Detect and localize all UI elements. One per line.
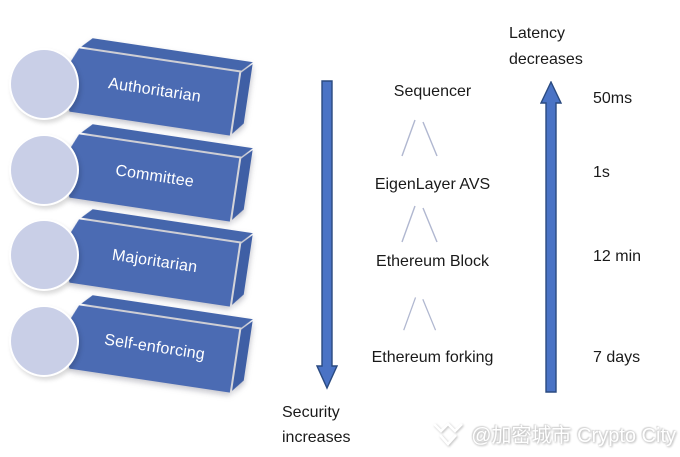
- latency-axis-line1: Latency: [509, 25, 566, 42]
- security-axis-label: Security increases: [282, 400, 350, 450]
- mechanism-ethereum-forking: Ethereum forking: [371, 349, 494, 366]
- latency-decreases-arrow-up: [540, 81, 562, 393]
- banner-3d-shape: [60, 124, 253, 222]
- banner-3d-shape: [60, 38, 253, 136]
- security-axis-line1: Security: [282, 404, 340, 421]
- crypto-city-logo-icon: [433, 422, 464, 446]
- mechanism-ethereum-block: Ethereum Block: [376, 253, 489, 270]
- watermark: @加密城市 Crypto City: [432, 419, 676, 448]
- banner-majoritarian: Majoritarian: [53, 205, 257, 313]
- security-increases-arrow-down: [316, 80, 338, 390]
- latency-value-50ms: 50ms: [593, 90, 633, 107]
- ladder-circle: [9, 219, 79, 291]
- ladder-circle: [9, 305, 79, 377]
- mechanism-sequencer: Sequencer: [393, 83, 472, 100]
- security-axis-line2: increases: [282, 429, 351, 446]
- latency-axis-line2: decreases: [509, 51, 583, 68]
- latency-value-12min: 12 min: [593, 248, 642, 265]
- chevron-up-separator-icon: [401, 119, 438, 157]
- latency-axis-label: Latency decreases: [509, 21, 583, 73]
- mechanism-eigenlayer-avs: EigenLayer AVS: [374, 176, 491, 193]
- chevron-up-separator-icon: [403, 297, 437, 331]
- ladder-circle: [9, 134, 79, 206]
- watermark-text: @加密城市 Crypto City: [471, 425, 676, 447]
- banner-authoritarian: Authoritarian: [53, 34, 257, 142]
- banner-committee: Committee: [53, 120, 257, 228]
- latency-value-7days: 7 days: [593, 349, 641, 366]
- ladder-circle: [9, 48, 79, 120]
- banner-3d-shape: [60, 295, 253, 393]
- latency-value-1s: 1s: [593, 164, 610, 181]
- chevron-up-separator-icon: [401, 205, 438, 243]
- banner-3d-shape: [60, 209, 253, 307]
- banner-self-enforcing: Self-enforcing: [53, 291, 257, 399]
